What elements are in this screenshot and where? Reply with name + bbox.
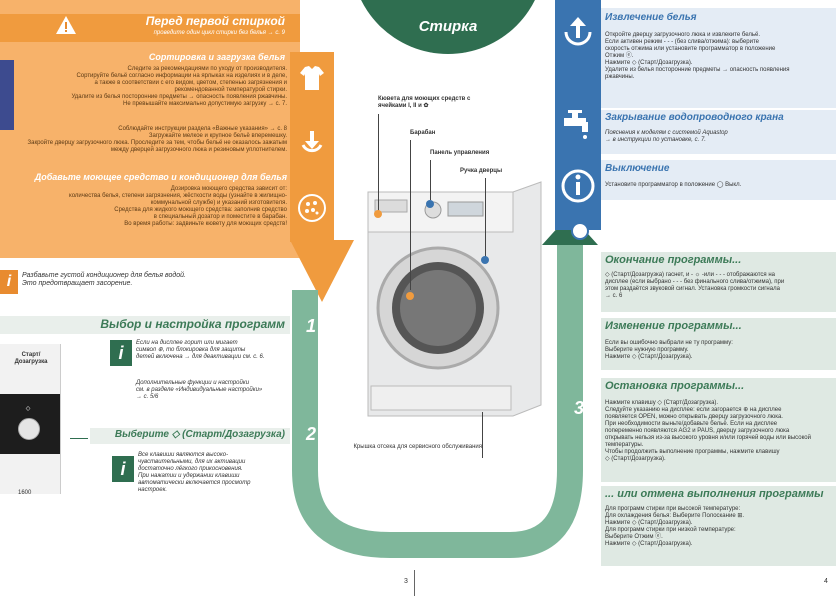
- page-subtitle: проведите один цикл стирки без белья → с…: [153, 30, 285, 36]
- start-symbol: ◇: [25, 406, 31, 412]
- page-title: Перед первой стиркой: [145, 14, 285, 28]
- page-number-left: 3: [404, 578, 408, 585]
- select-title-bar: [0, 316, 290, 334]
- page-divider: [414, 570, 415, 596]
- info-icon: i: [112, 456, 134, 482]
- detergent-text: Дозировка моющего средства зависит от: к…: [69, 186, 287, 227]
- stop-title: Остановка программы...: [605, 380, 745, 392]
- start-button[interactable]: [18, 418, 40, 440]
- callout-line: [430, 160, 431, 200]
- sort-title: Сортировка и загрузка белья: [148, 52, 285, 62]
- callout-drum: Барабан: [410, 130, 436, 136]
- off-title: Выключение: [605, 163, 670, 174]
- load-down-icon: [296, 127, 328, 159]
- select-tip: Если на дисплее горит или мигает символ …: [136, 340, 265, 360]
- callout-line: [410, 140, 411, 290]
- change-title: Изменение программы...: [605, 320, 742, 332]
- start-tip: Все клавиши являются высоко- чувствитель…: [138, 452, 251, 493]
- change-section: [601, 318, 836, 370]
- callout-detergent: Кювета для моющих средств с ячейками I, …: [378, 96, 471, 109]
- washing-machine: [363, 180, 543, 420]
- end-title: Окончание программы...: [605, 254, 742, 266]
- callout-line: [482, 412, 483, 458]
- orange-down-arrow: [290, 240, 354, 302]
- stop-section: [601, 378, 836, 482]
- marker-dot: [426, 200, 434, 208]
- off-dot-icon: [571, 222, 589, 240]
- step-number-2: 2: [306, 424, 317, 444]
- page-number-right: 4: [824, 578, 828, 585]
- tap-section: [601, 110, 836, 154]
- info-icon: i: [0, 270, 18, 294]
- cancel-section: [601, 486, 836, 566]
- cancel-title: ... или отмена выполнения программы: [605, 488, 824, 500]
- marker-dot: [406, 292, 414, 300]
- start-title: Выберите ◇ (Старт/Дозагрузка): [114, 429, 285, 440]
- step-number-1: 1: [306, 316, 317, 336]
- cancel-text: Для программ стирки при высокой температ…: [605, 506, 745, 547]
- off-text: Установите программатор в положение ◯ Вы…: [605, 182, 742, 188]
- callout-handle: Ручка дверцы: [460, 168, 503, 174]
- tap-text: Пояснения к моделям с системой Aquastop …: [605, 130, 728, 143]
- load-text: Соблюдайте инструкции раздела «Важные ук…: [27, 126, 287, 153]
- callout-line: [485, 178, 486, 258]
- marker-dot: [481, 256, 489, 264]
- stop-text: Нажмите клавишу ◇ (Старт/Дозагрузка). Сл…: [605, 400, 811, 462]
- end-section: [601, 252, 836, 312]
- callout-panel: Панель управления: [430, 150, 490, 156]
- step-number-3: 3: [574, 398, 585, 418]
- left-orange-panel: [0, 0, 300, 258]
- tip-text: Разбавьте густой кондиционер для белья в…: [22, 272, 186, 287]
- info-icon: i: [110, 340, 132, 366]
- sort-text: Следите за рекомендациями по уходу от пр…: [71, 66, 287, 107]
- unload-text: Откройте дверцу загрузочного люка и извл…: [605, 32, 790, 80]
- pointer-line: [70, 438, 88, 439]
- tap-title: Закрывание водопроводного крана: [605, 112, 784, 123]
- info-circle-icon: [560, 168, 596, 204]
- wash-top-label: Стирка: [418, 18, 478, 35]
- change-text: Если вы ошибочно выбрали не ту программу…: [605, 340, 733, 360]
- model-label: 1600: [18, 490, 32, 496]
- shirt-icon: [296, 62, 328, 94]
- detergent-title: Добавьте моющее средство и кондиционер д…: [34, 172, 287, 182]
- unload-title: Извлечение белья: [605, 12, 697, 23]
- callout-line: [378, 114, 379, 214]
- warning-icon: [55, 14, 77, 36]
- marker-dot: [374, 210, 382, 218]
- detergent-icon: [296, 192, 328, 224]
- start-panel-label: Старт/ Дозагрузка: [14, 352, 48, 365]
- select-title: Выбор и настройка программ: [100, 317, 285, 331]
- select-tip-2: Дополнительные функции и настройки см. в…: [136, 380, 263, 400]
- left-edge-graphic: [0, 60, 14, 130]
- off-section: [601, 160, 836, 200]
- unload-up-icon: [560, 12, 596, 48]
- end-text: ◇ (Старт/Дозагрузка) гаснет, и - ☼ -или …: [605, 272, 785, 299]
- left-title-bar: [0, 14, 300, 42]
- water-tap-icon: [560, 106, 596, 142]
- wash-bottom-label: Стирка: [420, 504, 480, 521]
- unload-section: [601, 8, 836, 108]
- callout-service: Крышка отсека для сервисного обслуживани…: [353, 444, 482, 450]
- start-title-bar: [90, 428, 290, 444]
